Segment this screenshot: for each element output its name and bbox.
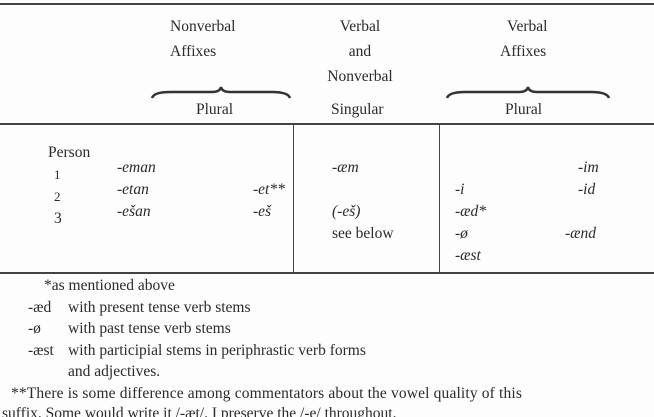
cell: -æm [332, 159, 359, 176]
cell: -etan [117, 181, 149, 198]
footnote-suffix: -ø [28, 320, 41, 337]
footnote-cont: and adjectives. [68, 363, 161, 380]
cell: -æd* [455, 203, 486, 220]
cell: see below [332, 225, 394, 242]
header-nonverbal-2: Nonverbal [327, 68, 393, 85]
column-divider [439, 123, 441, 273]
person-1: 1 [54, 167, 61, 182]
cell: -eš [253, 203, 272, 220]
footnote-text: with past tense verb stems [68, 320, 231, 337]
bottom-rule [0, 272, 654, 274]
footnote-star: *as mentioned above [44, 277, 175, 294]
cell: (-eš) [332, 203, 361, 220]
cell: -ø [455, 225, 468, 242]
footnote-text: with participial stems in periphrastic v… [68, 342, 366, 359]
sub-singular: Singular [331, 101, 384, 118]
person-2: 2 [54, 189, 61, 204]
footnote-suffix: -æst [28, 342, 54, 359]
header-verbal-2: Verbal [507, 18, 548, 35]
sub-plural-left: Plural [196, 101, 234, 118]
cell: -id [578, 181, 596, 198]
footnote-text: with present tense verb stems [68, 299, 251, 316]
header-and: and [348, 43, 372, 60]
sub-plural-right: Plural [505, 101, 543, 118]
header-verbal: Verbal [339, 18, 381, 35]
header-affixes: Affixes [170, 43, 217, 60]
top-rule [0, 3, 654, 5]
column-divider [293, 123, 295, 273]
cell: -im [578, 159, 599, 176]
person-label: Person [48, 144, 91, 161]
header-rule [0, 123, 654, 125]
cell: -ešan [117, 203, 151, 220]
cell: -i [455, 181, 465, 198]
footnote-double-star: **There is some difference among comment… [11, 385, 523, 402]
cell: -eman [117, 159, 156, 176]
footnote-suffix: -æd [28, 299, 52, 316]
header-affixes-2: Affixes [500, 43, 547, 60]
cell: -æst [455, 247, 481, 264]
person-3: 3 [54, 210, 62, 227]
cell: -ænd [565, 225, 596, 242]
brace-right [445, 86, 611, 99]
cell: -et** [253, 181, 285, 198]
brace-left [150, 86, 292, 99]
header-nonverbal: Nonverbal [170, 18, 236, 35]
footnote-double-star-cont: suffix. Some would write it /-æt/. I pre… [2, 405, 397, 417]
